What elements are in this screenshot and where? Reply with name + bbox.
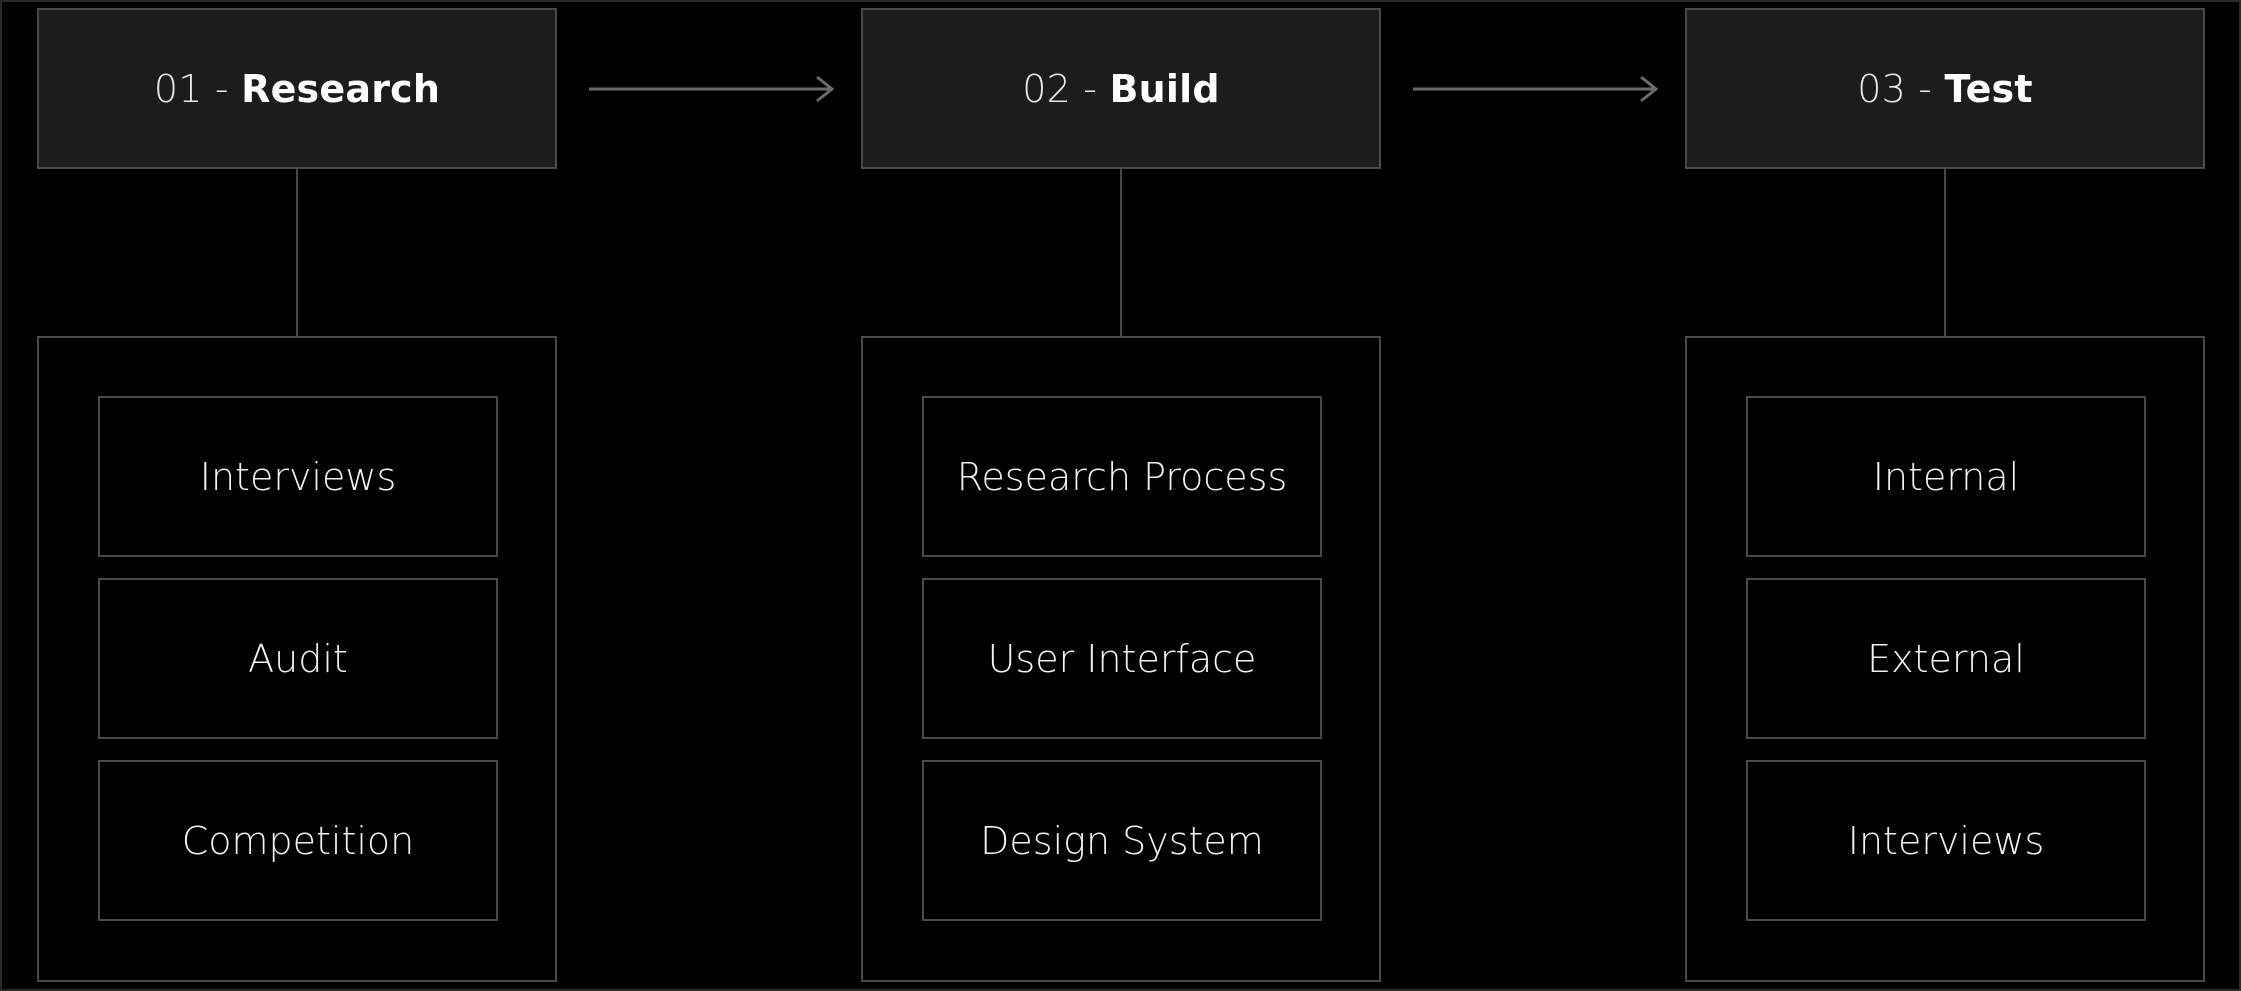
stage-header-test[interactable]: 03 - Test bbox=[1685, 8, 2205, 169]
stage-item-user-interface[interactable]: User Interface bbox=[922, 578, 1322, 739]
stage-separator: - bbox=[1071, 66, 1110, 111]
stage-item-research-process[interactable]: Research Process bbox=[922, 396, 1322, 557]
stage-items-group: Interviews Audit Competition bbox=[37, 336, 557, 982]
stage-number: 01 bbox=[153, 66, 203, 111]
stage-header-research[interactable]: 01 - Research bbox=[37, 8, 557, 169]
stage-test: 03 - Test Internal External Interviews bbox=[1685, 8, 2205, 982]
stage-items-group: Research Process User Interface Design S… bbox=[861, 336, 1381, 982]
arrow-right-icon bbox=[1413, 75, 1659, 103]
stage-item-design-system[interactable]: Design System bbox=[922, 760, 1322, 921]
stage-header-build[interactable]: 02 - Build bbox=[861, 8, 1381, 169]
stage-items-group: Internal External Interviews bbox=[1685, 336, 2205, 982]
stage-number: 03 bbox=[1857, 66, 1907, 111]
stage-name: Research bbox=[241, 66, 441, 111]
stage-item-interviews[interactable]: Interviews bbox=[1746, 760, 2146, 921]
stage-item-competition[interactable]: Competition bbox=[98, 760, 498, 921]
stage-connector-line bbox=[1944, 169, 1946, 336]
stage-item-interviews[interactable]: Interviews bbox=[98, 396, 498, 557]
stage-item-audit[interactable]: Audit bbox=[98, 578, 498, 739]
stage-connector-line bbox=[296, 169, 298, 336]
arrow-right-icon bbox=[589, 75, 835, 103]
stage-item-external[interactable]: External bbox=[1746, 578, 2146, 739]
stage-separator: - bbox=[202, 66, 242, 111]
stage-connector-line bbox=[1120, 169, 1122, 336]
stage-build: 02 - Build Research Process User Interfa… bbox=[861, 8, 1381, 982]
stage-name: Build bbox=[1109, 66, 1220, 111]
stage-item-internal[interactable]: Internal bbox=[1746, 396, 2146, 557]
stage-research: 01 - Research Interviews Audit Competiti… bbox=[37, 8, 557, 982]
stage-name: Test bbox=[1944, 66, 2033, 111]
stage-number: 02 bbox=[1022, 66, 1071, 111]
stage-separator: - bbox=[1906, 66, 1945, 111]
